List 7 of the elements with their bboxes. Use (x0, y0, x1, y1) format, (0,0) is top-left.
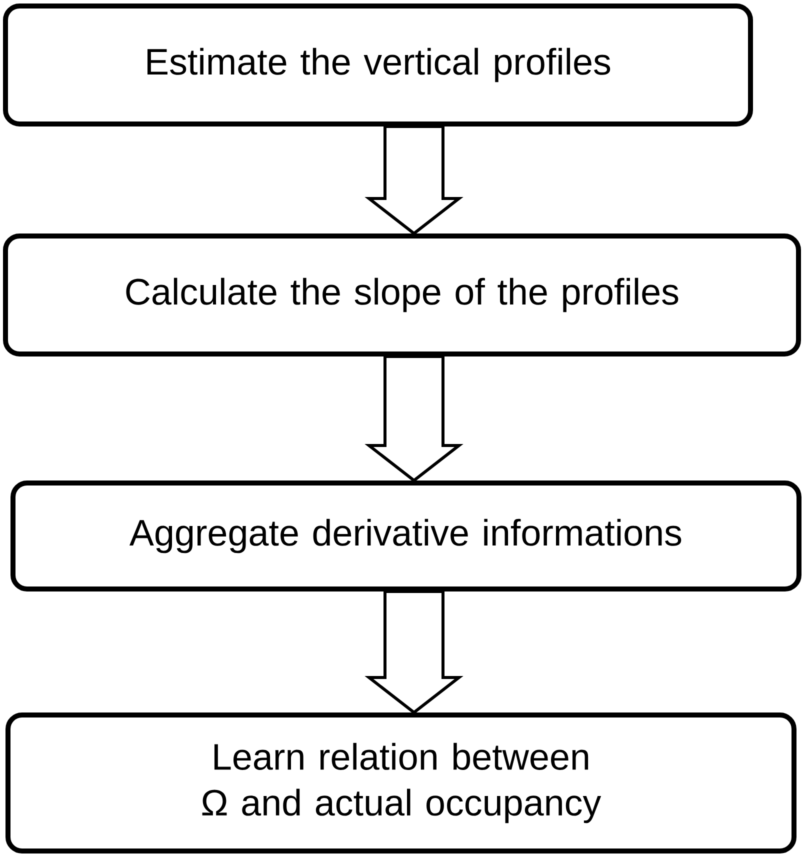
process-box: Estimate the vertical profiles (3, 4, 753, 126)
process-box: Learn relation between Ω and actual occupancy (6, 712, 796, 854)
block-arrow (364, 590, 464, 714)
block-arrow (364, 355, 464, 482)
block-arrow (364, 125, 464, 236)
process-box: Aggregate derivative informations (10, 480, 802, 592)
process-box: Calculate the slope of the profiles (3, 234, 801, 356)
